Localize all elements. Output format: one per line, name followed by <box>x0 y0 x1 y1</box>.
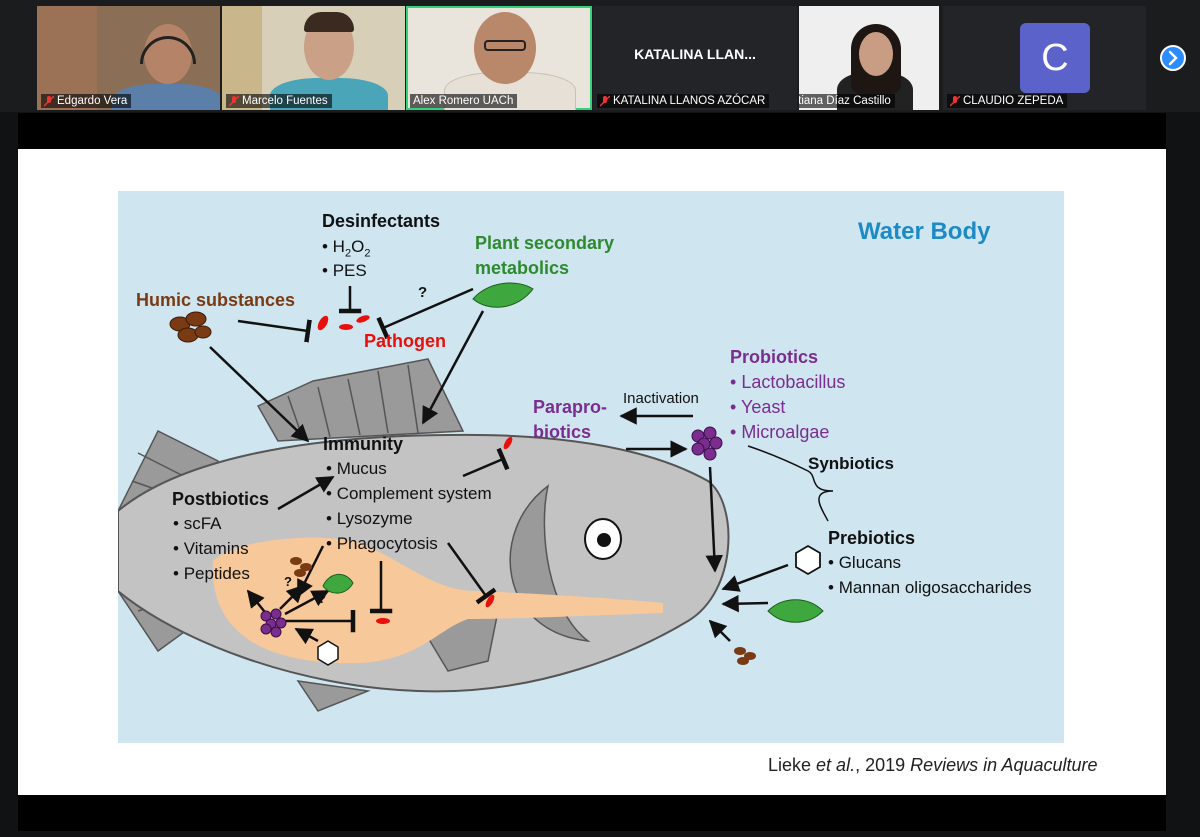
probiotic-item: • Microalgae <box>730 422 830 442</box>
pathogen-label: Pathogen <box>364 331 447 351</box>
leaf-icon <box>322 573 354 594</box>
participant-name-label: Tatiana Díaz Castillo <box>799 94 895 108</box>
postbiotic-item: • scFA <box>173 514 222 533</box>
humic-substance-icon <box>169 311 212 343</box>
participant-strip: Edgardo Vera Marcelo Fuentes Alex Romero… <box>0 0 1200 112</box>
muted-mic-icon <box>43 94 55 107</box>
presentation-slide: Water Body Desinfectants • H2O2 • PES Pl… <box>18 149 1166 795</box>
postbiotics-title: Postbiotics <box>172 489 270 509</box>
synbiotics-brace <box>747 445 834 522</box>
participant-name-label: KATALINA LLANOS AZÓCAR <box>597 94 770 108</box>
citation-year: , 2019 <box>855 755 911 775</box>
paraprobiotics-label-line1: Parapro- <box>533 397 608 417</box>
video-tile-tatiana-diaz[interactable]: Tatiana Díaz Castillo <box>799 6 939 110</box>
humic-substance-icon <box>734 647 756 665</box>
video-tile-claudio-zepeda[interactable]: C CLAUDIO ZEPEDA <box>943 6 1146 110</box>
figure-panel: Water Body Desinfectants • H2O2 • PES Pl… <box>118 191 1064 743</box>
gut <box>212 537 663 664</box>
probiotic-item: • Lactobacillus <box>730 372 846 392</box>
immunity-item: • Phagocytosis <box>326 534 438 553</box>
synbiotics-label: Synbiotics <box>808 454 894 473</box>
question-mark: ? <box>284 574 292 589</box>
citation-journal: Reviews in Aquaculture <box>910 755 1098 775</box>
probiotic-item: • Yeast <box>730 397 786 417</box>
video-tile-katalina-llanos[interactable]: KATALINA LLAN... KATALINA LLANOS AZÓCAR <box>593 6 797 110</box>
question-mark: ? <box>418 284 428 301</box>
video-tile-marcelo-fuentes[interactable]: Marcelo Fuentes <box>222 6 405 110</box>
prebiotic-item: • Glucans <box>828 553 902 572</box>
probiotic-icon <box>691 426 723 461</box>
avatar: C <box>1020 23 1090 93</box>
shared-screen: Water Body Desinfectants • H2O2 • PES Pl… <box>18 113 1166 831</box>
muted-mic-icon <box>949 94 961 107</box>
immunity-item: • Lysozyme <box>326 509 413 528</box>
probiotics-title: Probiotics <box>730 347 819 367</box>
immunity-item: • Complement system <box>326 484 492 503</box>
prebiotic-hexagon-icon <box>795 544 821 576</box>
participant-name-label: Edgardo Vera <box>41 94 132 108</box>
participant-name-label: Alex Romero UACh <box>410 94 518 108</box>
postbiotic-item: • Vitamins <box>173 539 249 558</box>
desinfectant-item: PES <box>332 261 367 280</box>
pathogen-icon <box>317 315 513 624</box>
prebiotic-item: • Mannan oligosaccharides <box>828 578 1032 597</box>
pelvic-fin <box>296 680 371 712</box>
fish-diagram <box>118 282 834 712</box>
participant-display-name: KATALINA LLAN... <box>634 46 756 62</box>
citation: Lieke et al., 2019 Reviews in Aquacultur… <box>768 755 1098 776</box>
probiotic-icon <box>260 608 287 638</box>
video-tile-alex-romero[interactable]: Alex Romero UACh <box>406 6 592 110</box>
background-wall <box>37 6 97 110</box>
humic-substance-icon <box>290 557 312 577</box>
immunity-item: • Mucus <box>326 459 387 478</box>
prebiotics-title: Prebiotics <box>828 528 916 548</box>
leaf-icon <box>472 282 534 308</box>
participant-name: KATALINA LLANOS AZÓCAR <box>613 95 766 107</box>
citation-author: Lieke <box>768 755 817 775</box>
desinfectant-pes: • PES <box>322 261 367 280</box>
desinfectants-title: Desinfectants <box>322 211 441 231</box>
postbiotic-item: • Peptides <box>173 564 250 583</box>
inactivation-label: Inactivation <box>623 390 699 407</box>
citation-etal: et al. <box>816 755 856 775</box>
leaf-icon <box>767 599 824 623</box>
plant-secondary-label-line2: metabolics <box>475 258 570 278</box>
participant-name-label: Marcelo Fuentes <box>226 94 332 108</box>
chevron-right-icon[interactable] <box>1160 45 1186 71</box>
participant-name: CLAUDIO ZEPEDA <box>963 95 1064 107</box>
muted-mic-icon <box>599 94 611 107</box>
paraprobiotics-label-line2: biotics <box>533 422 592 442</box>
muted-mic-icon <box>228 94 240 107</box>
participant-name: Marcelo Fuentes <box>242 95 328 107</box>
humic-substances-label: Humic substances <box>136 290 296 310</box>
participant-name: Edgardo Vera <box>57 95 128 107</box>
question-mark: ? <box>318 591 326 606</box>
video-tile-edgardo-vera[interactable]: Edgardo Vera <box>37 6 220 110</box>
plant-secondary-label-line1: Plant secondary <box>475 233 615 253</box>
water-body-title: Water Body <box>858 218 991 245</box>
prebiotic-hexagon-icon <box>317 640 339 666</box>
dorsal-fin <box>256 358 465 442</box>
participant-name: Alex Romero UACh <box>413 95 514 107</box>
participant-name-label: CLAUDIO ZEPEDA <box>947 94 1068 108</box>
desinfectant-h2o2: • H2O2 <box>322 237 371 260</box>
immunity-title: Immunity <box>323 434 404 454</box>
background-curtain <box>222 6 262 110</box>
participant-name: Tatiana Díaz Castillo <box>799 95 891 107</box>
